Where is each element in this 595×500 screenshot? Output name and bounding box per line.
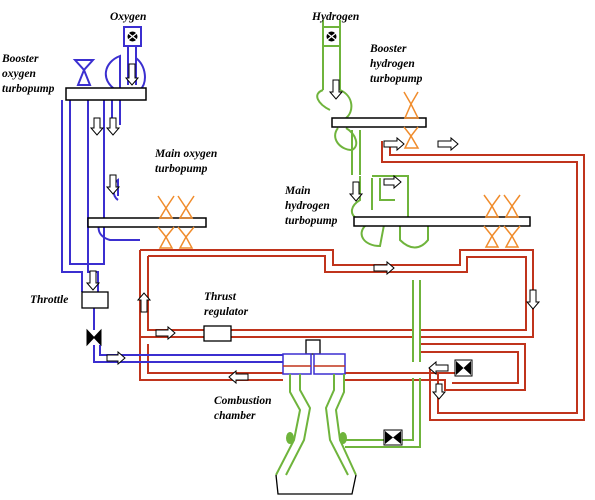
booster-hydrogen-label: Booster hydrogen turbopump	[369, 43, 423, 85]
main-hydrogen-pump-housing	[350, 175, 429, 249]
flow-arrow-icon	[348, 181, 364, 202]
main-hydrogen-shaft	[353, 216, 531, 227]
flow-arrow-icon	[105, 174, 121, 195]
booster-oxygen-turbopump	[65, 54, 147, 101]
flow-arrow-icon	[85, 270, 101, 291]
thrust-regulator-box	[203, 325, 232, 342]
hydrogen-line-cooling	[345, 280, 421, 448]
flow-arrow-icon	[228, 369, 249, 385]
booster-hydrogen-turbine-blades	[403, 91, 420, 149]
hydrogen-line-main	[322, 20, 395, 210]
main-oxygen-turbine-blades	[157, 195, 195, 249]
oxygen-inlet-box	[123, 26, 142, 47]
main-hydrogen-turbopump	[350, 175, 531, 249]
flow-arrow-icon	[437, 136, 459, 152]
combustion-chamber-label: Combustion chamber	[214, 395, 274, 422]
throttle	[81, 291, 109, 347]
hot-gas-valve-icon	[454, 359, 473, 377]
hot-gas-lines	[139, 141, 585, 421]
flow-arrow-icon	[383, 136, 405, 152]
main-hydrogen-label: Main hydrogen turbopump	[284, 185, 338, 227]
hot-gas-line-main	[139, 249, 534, 338]
flow-arrow-icon	[383, 174, 402, 190]
oxygen-inlet	[123, 26, 142, 47]
booster-oxygen-shaft	[65, 87, 147, 101]
flow-arrow-icon	[106, 350, 126, 366]
booster-oxygen-label: Booster oxygen turbopump	[1, 53, 55, 95]
nozzle-exit	[275, 474, 357, 495]
nozzle-icon	[275, 374, 357, 476]
booster-oxygen-pump-housing	[105, 54, 146, 91]
throttle-label: Throttle	[30, 294, 68, 306]
hot-gas-line-outer	[381, 141, 585, 421]
booster-hydrogen-shaft	[331, 117, 427, 128]
flow-arrow-icon	[328, 79, 344, 100]
hot-gas-line-lower	[139, 337, 526, 391]
booster-oxygen-turbine-housing	[72, 59, 96, 86]
flow-arrow-icon	[105, 117, 121, 136]
oxygen-line-return	[93, 100, 283, 363]
flow-arrow-icon	[428, 360, 449, 376]
chamber-left-block	[282, 353, 312, 375]
flow-arrow-icon	[136, 292, 152, 313]
hydrogen-inlet	[322, 26, 341, 47]
thrust-regulator-label: Thrust regulator	[204, 291, 249, 318]
flow-arrow-icon	[155, 325, 176, 341]
injector-head	[305, 339, 321, 355]
hydrogen-lines	[322, 20, 421, 448]
coolant-valve-icon	[383, 429, 403, 446]
nozzle-left-manifold	[286, 432, 294, 444]
flow-arrow-icon	[431, 383, 447, 400]
hydrogen-label: Hydrogen	[311, 11, 359, 23]
booster-hydrogen-turbopump	[316, 89, 427, 151]
oxygen-label: Oxygen	[110, 11, 146, 23]
throttle-box	[81, 291, 109, 309]
flow-arrows	[85, 63, 541, 400]
flow-arrow-icon	[525, 289, 541, 310]
hydrogen-inlet-box	[322, 26, 341, 47]
throttle-valve-icon	[86, 328, 102, 347]
main-oxygen-label: Main oxygen turbopump	[154, 148, 220, 175]
labels: Oxygen Hydrogen Booster oxygen turbopump…	[1, 11, 423, 422]
flow-arrow-icon	[124, 63, 140, 86]
chamber-right-block	[313, 353, 346, 375]
main-hydrogen-turbine-blades	[483, 194, 521, 248]
flow-arrow-icon	[373, 260, 395, 276]
flow-arrow-icon	[89, 117, 105, 136]
nozzle-right-manifold	[339, 432, 347, 444]
combustion-chamber	[275, 339, 357, 495]
oxygen-line-main	[61, 45, 137, 292]
oxygen-lines	[61, 45, 283, 363]
main-oxygen-turbopump	[87, 178, 207, 249]
main-oxygen-shaft	[87, 217, 207, 228]
booster-hydrogen-pump-housing	[316, 89, 358, 151]
